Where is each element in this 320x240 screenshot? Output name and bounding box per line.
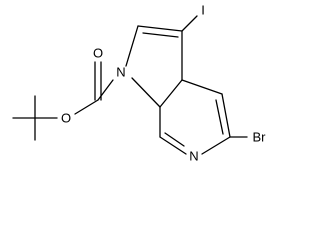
carbonyl-oxygen-label: O — [93, 46, 103, 61]
pyridine-nitrogen-label: N — [189, 149, 198, 164]
bond-n1-c2 — [125, 25, 139, 67]
bond-c2-c3-inner — [142, 32, 179, 38]
pyrrole-nitrogen-label: N — [116, 65, 125, 80]
bond-c5-n6 — [201, 136, 231, 155]
bond-o-carbonyl-c — [74, 99, 99, 115]
molecule-structure: I Br N N O O — [12, 3, 267, 164]
bond-n6-c7 — [159, 136, 187, 155]
bond-c4-c5-inner — [215, 99, 224, 135]
bond-c7a-n1 — [131, 77, 161, 108]
ester-oxygen-label: O — [61, 111, 71, 126]
bromine-atom-label: Br — [253, 130, 267, 145]
bond-carbonyl-n1 — [97, 79, 114, 101]
bond-c3a-c4 — [181, 79, 223, 95]
iodine-atom-label: I — [201, 3, 205, 18]
bond-c3a-c7a — [159, 79, 183, 108]
bond-c2-c3 — [137, 25, 183, 32]
bond-n6-c7-inner — [164, 132, 185, 147]
bond-c3-iodine — [181, 15, 198, 32]
bond-c4-c5 — [221, 93, 231, 138]
